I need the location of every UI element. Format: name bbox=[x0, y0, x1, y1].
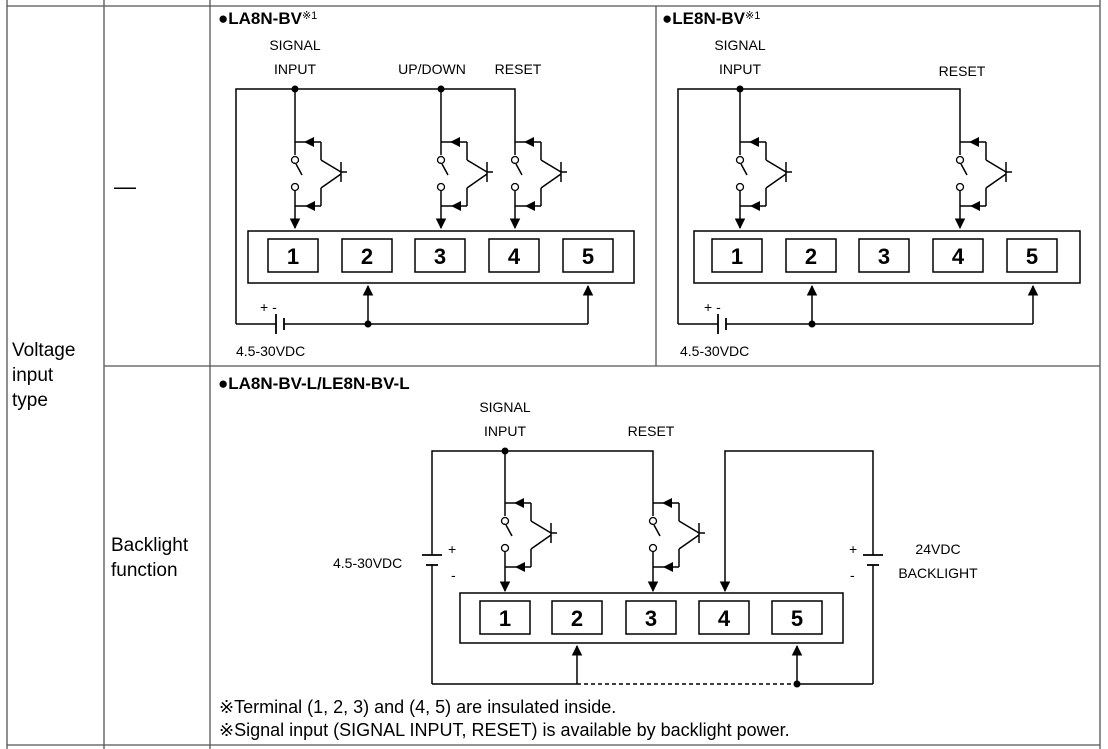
label-24vdc: 24VDC bbox=[915, 541, 960, 557]
label-input: INPUT bbox=[274, 61, 316, 77]
label-supply-left: 4.5-30VDC bbox=[333, 555, 402, 571]
terminal-label: 3 bbox=[878, 244, 890, 269]
label-minus-right: - bbox=[850, 567, 855, 583]
label-signal: SIGNAL bbox=[479, 399, 531, 415]
panel-title-le8n-bv: ●LE8N-BV※1 bbox=[662, 9, 760, 29]
note-signal-input-backlight: ※Signal input (SIGNAL INPUT, RESET) is a… bbox=[219, 720, 790, 740]
label-up-down: UP/DOWN bbox=[398, 61, 466, 77]
terminal-label: 5 bbox=[1026, 244, 1038, 269]
terminal-label: 4 bbox=[508, 244, 521, 269]
le8n-diagram: 1 2 3 4 5 SIGNAL INPUT RESET + - 4.5-30V… bbox=[677, 37, 1081, 359]
terminal-label: 1 bbox=[499, 606, 511, 631]
label-minus-left: - bbox=[451, 567, 456, 583]
terminal-label: 2 bbox=[361, 244, 373, 269]
label-signal: SIGNAL bbox=[714, 37, 766, 53]
note-terminal-insulation: ※Terminal (1, 2, 3) and (4, 5) are insul… bbox=[219, 697, 617, 717]
panel-title-text: ●LA8N-BV-L/LE8N-BV-L bbox=[218, 374, 410, 393]
footnote-mark: ※1 bbox=[745, 10, 761, 22]
label-plus-left: + bbox=[448, 541, 456, 557]
terminal-label: 4 bbox=[952, 244, 965, 269]
terminal-label: 1 bbox=[731, 244, 743, 269]
row-label-voltage-input-type: Voltage input type bbox=[12, 340, 76, 411]
label-supply: 4.5-30VDC bbox=[236, 343, 305, 359]
label-input: INPUT bbox=[719, 61, 761, 77]
panel-title-text: ●LA8N-BV bbox=[218, 9, 302, 28]
label-polarity: + - bbox=[260, 299, 277, 315]
terminal-label: 5 bbox=[791, 606, 803, 631]
la8n-diagram: 1 2 3 4 5 SIGNAL INPUT UP/DOWN RESET + -… bbox=[235, 37, 635, 359]
label-reset: RESET bbox=[939, 63, 986, 79]
label-reset: RESET bbox=[628, 423, 675, 439]
terminal-label: 3 bbox=[434, 244, 446, 269]
label-supply: 4.5-30VDC bbox=[680, 343, 749, 359]
panel-title-la8n-bv: ●LA8N-BV※1 bbox=[218, 9, 317, 29]
dash-cell: — bbox=[114, 174, 136, 199]
label-reset: RESET bbox=[495, 61, 542, 77]
terminal-label: 4 bbox=[718, 606, 731, 631]
footnote-mark: ※1 bbox=[301, 10, 318, 22]
label-plus-right: + bbox=[849, 541, 857, 557]
terminal-label: 2 bbox=[805, 244, 817, 269]
panel-title-text: ●LE8N-BV bbox=[662, 9, 745, 28]
backlight-diagram: 1 2 3 4 5 SIGNAL INPUT RESET 4.5-30VDC +… bbox=[333, 399, 978, 688]
terminal-label: 1 bbox=[287, 244, 299, 269]
label-polarity: + - bbox=[704, 299, 721, 315]
terminal-label: 3 bbox=[645, 606, 657, 631]
label-input: INPUT bbox=[484, 423, 526, 439]
terminal-label: 2 bbox=[571, 606, 583, 631]
terminal-label: 5 bbox=[582, 244, 594, 269]
label-backlight: BACKLIGHT bbox=[898, 565, 978, 581]
row-label-backlight-function: Backlight function bbox=[111, 535, 189, 581]
label-signal: SIGNAL bbox=[269, 37, 321, 53]
panel-title-backlight: ●LA8N-BV-L/LE8N-BV-L bbox=[218, 374, 410, 394]
